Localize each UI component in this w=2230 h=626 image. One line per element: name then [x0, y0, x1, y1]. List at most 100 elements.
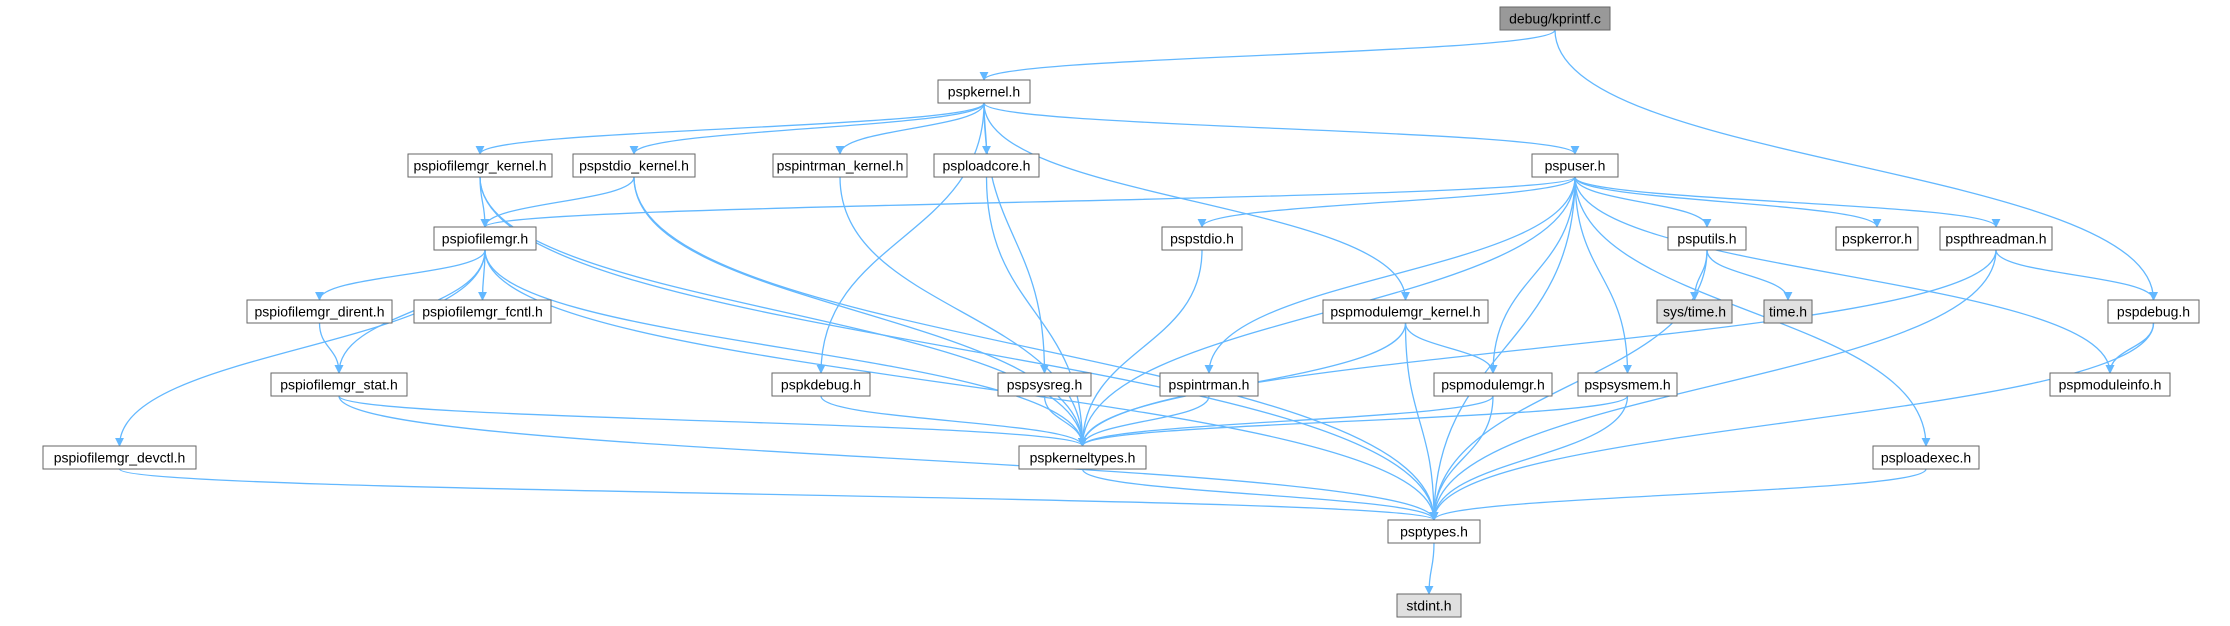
node-layer: debug/kprintf.c pspkernel.h pspiofilemgr_k…: [42, 6, 2200, 618]
node-pspmodulemgr[interactable]: pspmodulemgr.h: [1433, 372, 1553, 397]
node-box-pspsysmem: [1577, 372, 1678, 397]
edge-pspuser-to-pspmodulemgr: [1488, 176, 1576, 374]
node-pspuser[interactable]: pspuser.h: [1531, 153, 1619, 178]
edge-pspiofilemgr_devctl-to-psptypes: [118, 468, 1439, 521]
node-pspiofilemgr_fcntl[interactable]: pspiofilemgr_fcntl.h: [413, 299, 552, 324]
node-label-pspiofilemgr_kernel: pspiofilemgr_kernel.h: [413, 158, 546, 174]
node-pspiofilemgr_kernel[interactable]: pspiofilemgr_kernel.h: [407, 153, 553, 178]
edge-pspiofilemgr_kernel-to-pspkerneltypes: [479, 176, 1087, 447]
node-label-pspsysmem: pspsysmem.h: [1584, 377, 1670, 393]
edge-kprintf-to-pspdebug: [1554, 29, 2158, 301]
edge-pspstdio_kernel-to-psptypes: [633, 176, 1439, 521]
node-label-pspuser: pspuser.h: [1545, 158, 1606, 174]
node-pspsysmem[interactable]: pspsysmem.h: [1577, 372, 1678, 397]
node-pspkerror[interactable]: pspkerror.h: [1835, 226, 1919, 251]
node-box-pspintrman_kernel: [772, 153, 908, 178]
node-pspiofilemgr_stat[interactable]: pspiofilemgr_stat.h: [270, 372, 408, 397]
node-label-pspkdebug: pspkdebug.h: [781, 377, 861, 393]
node-box-time: [1763, 299, 1813, 324]
node-label-pspkernel: pspkernel.h: [948, 84, 1020, 100]
node-label-psptypes: psptypes.h: [1400, 524, 1468, 540]
node-box-pspiofilemgr_devctl: [42, 445, 197, 470]
edge-pspiofilemgr_stat-to-psptypes: [338, 395, 1439, 521]
node-box-psploadexec: [1872, 445, 1980, 470]
node-pspsysreg[interactable]: pspsysreg.h: [997, 372, 1092, 397]
node-box-kprintf: [1499, 6, 1611, 31]
node-box-pspkerror: [1835, 226, 1919, 251]
node-label-pspthreadman: pspthreadman.h: [1945, 231, 2046, 247]
edge-pspuser-to-pspmoduleinfo: [1574, 176, 2115, 374]
node-box-stdint: [1396, 593, 1462, 618]
edge-pspsysmem-to-psptypes: [1429, 395, 1629, 521]
node-time: time.h: [1763, 299, 1813, 324]
node-label-psploadexec: psploadexec.h: [1881, 450, 1971, 466]
node-box-pspmodulemgr: [1433, 372, 1553, 397]
edge-pspuser-to-psptypes: [1429, 176, 1576, 521]
node-box-pspintrman: [1159, 372, 1259, 397]
node-systime: sys/time.h: [1656, 299, 1733, 324]
node-box-psputils: [1667, 226, 1747, 251]
edge-pspkdebug-to-pspkerneltypes: [820, 395, 1087, 447]
edge-pspiofilemgr-to-pspiofilemgr_dirent: [315, 249, 486, 301]
edge-pspuser-to-pspintrman: [1204, 176, 1576, 374]
edge-pspuser-to-psploadexec: [1574, 176, 1931, 447]
edge-pspstdio_kernel-to-pspkerneltypes: [633, 176, 1087, 447]
node-pspintrman[interactable]: pspintrman.h: [1159, 372, 1259, 397]
edge-pspstdio-to-pspkerneltypes: [1078, 249, 1203, 447]
edge-pspmodulemgr_kernel-to-psptypes: [1404, 322, 1439, 521]
edge-pspkernel-to-pspintrman_kernel: [835, 102, 985, 155]
node-box-pspthreadman: [1939, 226, 2053, 251]
node-box-psptypes: [1387, 519, 1481, 544]
node-box-pspkdebug: [771, 372, 871, 397]
node-pspmodulemgr_kernel[interactable]: pspmodulemgr_kernel.h: [1322, 299, 1489, 324]
node-pspthreadman[interactable]: pspthreadman.h: [1939, 226, 2053, 251]
node-box-pspmodulemgr_kernel: [1322, 299, 1489, 324]
node-box-pspkernel: [937, 79, 1031, 104]
node-label-stdint: stdint.h: [1406, 598, 1451, 614]
node-box-pspiofilemgr_stat: [270, 372, 408, 397]
node-label-pspmodulemgr: pspmodulemgr.h: [1441, 377, 1545, 393]
node-label-pspiofilemgr_devctl: pspiofilemgr_devctl.h: [54, 450, 186, 466]
node-pspiofilemgr[interactable]: pspiofilemgr.h: [433, 226, 537, 251]
node-label-psploadcore: psploadcore.h: [943, 158, 1031, 174]
node-psputils[interactable]: psputils.h: [1667, 226, 1747, 251]
edge-pspuser-to-pspiofilemgr: [480, 176, 1576, 228]
node-pspiofilemgr_devctl[interactable]: pspiofilemgr_devctl.h: [42, 445, 197, 470]
node-box-systime: [1656, 299, 1733, 324]
node-pspkdebug[interactable]: pspkdebug.h: [771, 372, 871, 397]
edge-psploadexec-to-psptypes: [1429, 468, 1927, 521]
node-pspiofilemgr_dirent[interactable]: pspiofilemgr_dirent.h: [246, 299, 393, 324]
node-label-pspkerror: pspkerror.h: [1842, 231, 1912, 247]
node-pspkerneltypes[interactable]: pspkerneltypes.h: [1018, 445, 1147, 470]
node-stdint: stdint.h: [1396, 593, 1462, 618]
node-psploadcore[interactable]: psploadcore.h: [933, 153, 1040, 178]
edge-pspuser-to-pspthreadman: [1574, 176, 2001, 228]
edge-pspkernel-to-pspsysreg: [983, 102, 1049, 374]
node-box-pspsysreg: [997, 372, 1092, 397]
node-pspstdio_kernel[interactable]: pspstdio_kernel.h: [572, 153, 696, 178]
node-psptypes[interactable]: psptypes.h: [1387, 519, 1481, 544]
node-label-pspsysreg: pspsysreg.h: [1007, 377, 1082, 393]
node-label-pspstdio: pspstdio.h: [1170, 231, 1234, 247]
edge-pspintrman-to-pspkerneltypes: [1078, 395, 1210, 447]
node-pspkernel[interactable]: pspkernel.h: [937, 79, 1031, 104]
edge-pspkernel-to-pspiofilemgr_kernel: [475, 102, 985, 155]
node-pspstdio[interactable]: pspstdio.h: [1161, 226, 1243, 251]
edge-pspkerneltypes-to-psptypes: [1081, 468, 1439, 521]
edge-pspsysmem-to-pspkerneltypes: [1078, 395, 1629, 447]
node-pspmoduleinfo[interactable]: pspmoduleinfo.h: [2049, 372, 2171, 397]
node-label-pspdebug: pspdebug.h: [2117, 304, 2190, 320]
node-box-pspkerneltypes: [1018, 445, 1147, 470]
node-box-pspstdio_kernel: [572, 153, 696, 178]
node-pspdebug[interactable]: pspdebug.h: [2107, 299, 2200, 324]
edge-pspmodulemgr_kernel-to-pspmodulemgr: [1404, 322, 1498, 374]
node-label-kprintf: debug/kprintf.c: [1509, 11, 1601, 27]
node-psploadexec[interactable]: psploadexec.h: [1872, 445, 1980, 470]
node-label-pspiofilemgr: pspiofilemgr.h: [442, 231, 528, 247]
node-pspintrman_kernel[interactable]: pspintrman_kernel.h: [772, 153, 908, 178]
node-kprintf: debug/kprintf.c: [1499, 6, 1611, 31]
edge-pspkernel-to-pspuser: [983, 102, 1580, 155]
node-label-pspstdio_kernel: pspstdio_kernel.h: [579, 158, 689, 174]
node-label-pspkerneltypes: pspkerneltypes.h: [1030, 450, 1136, 466]
